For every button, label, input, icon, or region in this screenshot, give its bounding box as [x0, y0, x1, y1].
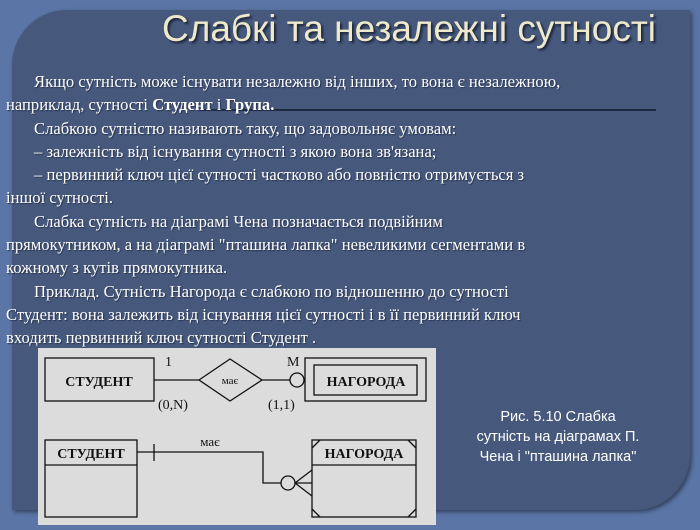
- body-line: входить первинний ключ сутності Студент …: [6, 328, 317, 348]
- bold-term: Група: [225, 95, 271, 115]
- crowfoot-diagram: СТУДЕНТ має НАГОРОДА: [44, 434, 417, 518]
- range-0n: (0,N): [158, 398, 188, 413]
- cf-optional-circle: [280, 475, 296, 491]
- body-line: – залежність від існування сутності з як…: [34, 141, 437, 161]
- body-line: наприклад, сутності Студент і Група.: [6, 93, 696, 116]
- chen-entity-student-label: СТУДЕНТ: [65, 375, 133, 390]
- cf-weak-entity-award: [311, 439, 417, 518]
- chen-weak-entity-outer: [304, 357, 427, 402]
- chen-entity-award-label: НАГОРОДА: [327, 375, 407, 390]
- body-line: Слабка сутність на діаграмі Чена познача…: [34, 211, 443, 231]
- cf-relationship-line: [137, 451, 281, 484]
- chen-diagram: СТУДЕНТ має НАГОРОДА 1 M (0,N) (1,1): [44, 355, 427, 413]
- cardinality-m: M: [287, 355, 300, 370]
- body-line: іншої сутності.: [6, 188, 113, 208]
- crow-foot: [294, 469, 313, 484]
- figure-caption: Рис. 5.10 Слабка сутність на діаграмах П…: [448, 407, 668, 467]
- body-line: Студент: вона залежить від існування ціє…: [6, 304, 521, 324]
- text: наприклад, сутності: [6, 95, 153, 115]
- chen-relationship-label: має: [222, 375, 239, 387]
- body-line: Якщо сутність може існувати незалежно ві…: [34, 72, 561, 91]
- cf-entity-award-label: НАГОРОДА: [325, 447, 405, 462]
- slide-title: Слабкі та незалежні сутності: [162, 8, 656, 49]
- text: і: [212, 95, 226, 115]
- body-line: Приклад. Сутність Нагорода є слабкою по …: [34, 281, 509, 301]
- cf-relationship-label: має: [200, 434, 220, 449]
- caption-line: Чена і "пташина лапка": [479, 449, 637, 465]
- caption-line: Рис. 5.10 Слабка: [500, 409, 616, 425]
- bold-term: Студент: [152, 95, 213, 115]
- text: .: [270, 95, 275, 115]
- slide-body: Якщо сутність може існувати незалежно ві…: [6, 70, 696, 350]
- er-diagram-image: СТУДЕНТ має НАГОРОДА 1 M (0,N) (1,1) СТУ…: [38, 348, 436, 525]
- body-line: Слабкою сутністю називають таку, що задо…: [34, 118, 457, 138]
- chen-weak-entity-inner: [313, 364, 418, 396]
- chen-optional-circle: [289, 372, 305, 388]
- cardinality-1: 1: [165, 355, 172, 370]
- range-11: (1,1): [268, 398, 295, 413]
- cf-entity-student-label: СТУДЕНТ: [57, 447, 125, 462]
- caption-line: сутність на діаграмах П.: [476, 429, 640, 445]
- title-underline: [200, 109, 656, 111]
- cf-entity-student: [44, 439, 138, 518]
- body-line: кожному з кутів прямокутника.: [6, 258, 228, 278]
- body-line: прямокутником, а на діаграмі "пташина ла…: [6, 235, 526, 255]
- body-line: – первинний ключ цієї сутності частково …: [34, 165, 525, 185]
